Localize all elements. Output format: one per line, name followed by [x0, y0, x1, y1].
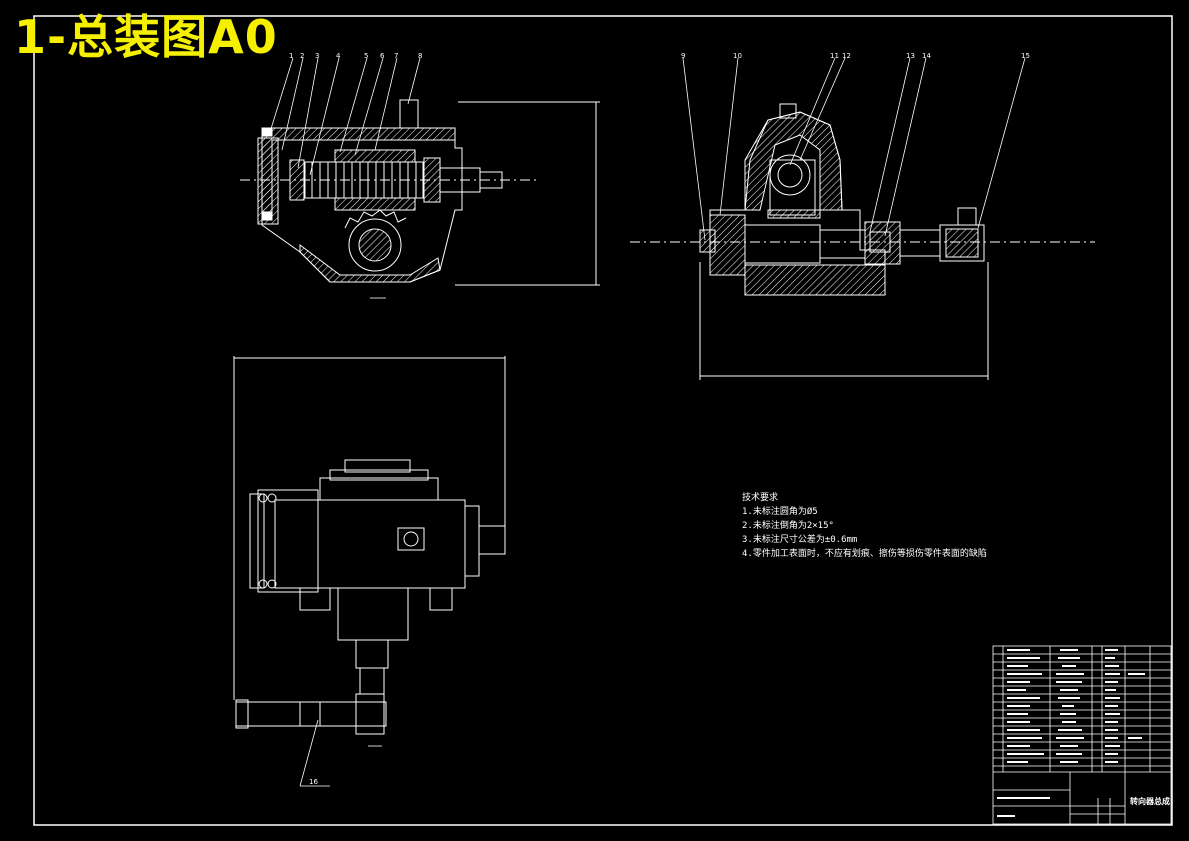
balloon-1: 1	[289, 52, 294, 60]
section-view-left	[240, 99, 600, 286]
balloon-8: 8	[418, 52, 423, 60]
section-view-right	[630, 103, 1095, 380]
balloon-2: 2	[300, 52, 305, 60]
tech-item: 4.零件加工表面时，不应有划痕、擦伤等损伤零件表面的缺陷	[742, 549, 987, 559]
drawing-frame	[33, 15, 1173, 826]
technical-requirements: 技术要求 1.未标注圆角为Ø5 2.未标注倒角为2×15° 3.未标注尺寸公差为…	[742, 491, 987, 561]
exterior-view-bottom	[233, 356, 506, 735]
drawing-name: 转向器总成	[1130, 797, 1170, 806]
balloon-16: 16	[309, 778, 318, 786]
tech-item: 3.未标注尺寸公差为±0.6mm	[742, 535, 858, 545]
balloon-4: 4	[336, 52, 341, 60]
balloon-9: 9	[681, 52, 686, 60]
parts-list-entries	[997, 649, 1145, 817]
leader-lines	[269, 57, 1026, 787]
title-block	[992, 645, 1172, 825]
tech-heading: 技术要求	[742, 493, 779, 503]
tech-item: 2.未标注倒角为2×15°	[742, 521, 834, 531]
view-labels	[368, 297, 386, 747]
tech-item: 1.未标注圆角为Ø5	[742, 507, 818, 517]
balloon-13: 13	[906, 52, 915, 60]
balloon-15: 15	[1021, 52, 1030, 60]
balloon-5: 5	[364, 52, 369, 60]
balloon-3: 3	[315, 52, 320, 60]
balloon-11: 11	[830, 52, 839, 60]
balloon-14: 14	[922, 52, 931, 60]
overlay-title: 1-总装图A0	[14, 10, 278, 64]
balloon-10: 10	[733, 52, 742, 60]
balloon-7: 7	[394, 52, 399, 60]
balloon-12: 12	[842, 52, 851, 60]
balloon-6: 6	[380, 52, 385, 60]
